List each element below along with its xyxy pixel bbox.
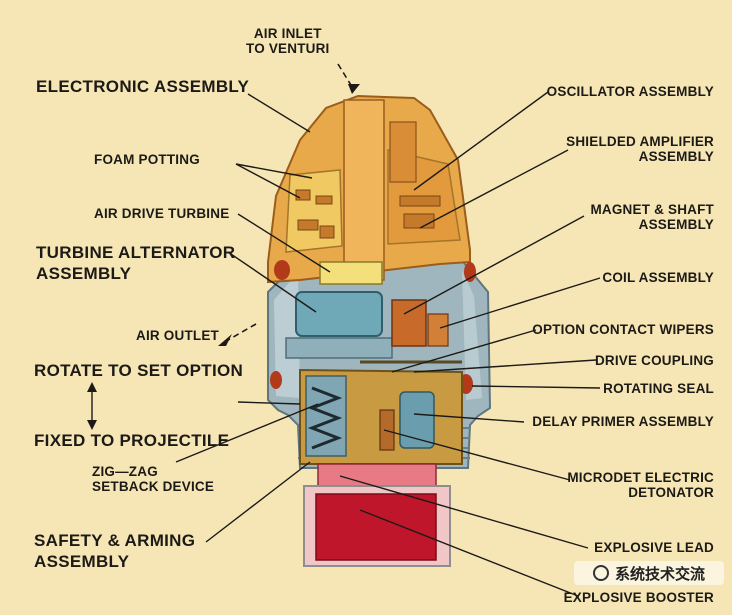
side-plug-right	[464, 262, 476, 282]
turbine-alternator	[295, 291, 383, 337]
label-drive-coupling: DRIVE COUPLING	[594, 353, 714, 368]
air-inlet-line1: AIR INLET	[253, 26, 322, 41]
rotating-seal-left	[270, 371, 282, 389]
safety-arming-line2: ASSEMBLY	[34, 552, 130, 572]
foam-potting-left	[285, 169, 343, 253]
safety-arming-line1: SAFETY & ARMING	[34, 531, 196, 550]
magnet-shaft-line1: MAGNET & SHAFT	[590, 202, 714, 217]
magnet-shaft-line2: ASSEMBLY	[638, 217, 714, 233]
wechat-icon	[592, 565, 609, 581]
electronic-components	[295, 189, 441, 239]
microdet-line1: MICRODET ELECTRIC	[567, 470, 714, 485]
label-electronic-assembly: ELECTRONIC ASSEMBLY	[36, 77, 250, 96]
double-arrow-down	[87, 420, 97, 430]
turbine-alternator-line1: TURBINE ALTERNATOR	[36, 243, 236, 262]
shielded-amplifier-line1: SHIELDED AMPLIFIER	[566, 134, 714, 149]
delay-primer-assembly	[399, 391, 435, 449]
turbine-alternator-line2: ASSEMBLY	[36, 264, 132, 284]
label-rotate-to-set: ROTATE TO SET OPTION	[34, 361, 244, 380]
shielded-amplifier-line2: ASSEMBLY	[638, 149, 714, 165]
central-shaft	[343, 99, 385, 281]
label-explosive-booster: EXPLOSIVE BOOSTER	[563, 590, 714, 605]
watermark: 系统技术交流	[574, 561, 724, 585]
label-coil-assembly: COIL ASSEMBLY	[602, 270, 714, 285]
label-delay-primer: DELAY PRIMER ASSEMBLY	[532, 414, 714, 429]
label-microdet: MICRODET ELECTRIC DETONATOR	[567, 470, 714, 500]
zigzag-line2: SETBACK DEVICE	[92, 479, 215, 495]
label-rotating-seal: ROTATING SEAL	[603, 381, 714, 396]
zigzag-spring	[307, 386, 343, 450]
zigzag-line1: ZIG—ZAG	[92, 464, 158, 479]
air-outlet-arrowhead	[218, 334, 232, 346]
air-inlet-line2: TO VENTURI	[246, 41, 330, 57]
label-air-outlet: AIR OUTLET	[136, 328, 219, 343]
double-arrow-up	[87, 382, 97, 392]
leader-lines	[175, 91, 601, 597]
explosive-booster	[315, 493, 437, 561]
microdet-line2: DETONATOR	[628, 485, 714, 501]
air-drive-turbine	[319, 261, 383, 285]
label-option-contact-wipers: OPTION CONTACT WIPERS	[532, 322, 714, 337]
label-foam-potting: FOAM POTTING	[94, 152, 200, 167]
label-turbine-alternator: TURBINE ALTERNATOR ASSEMBLY	[36, 242, 235, 285]
alternator-housing	[285, 337, 393, 359]
oscillator-block	[389, 121, 417, 183]
label-explosive-lead: EXPLOSIVE LEAD	[594, 540, 714, 555]
label-shielded-amplifier: SHIELDED AMPLIFIER ASSEMBLY	[566, 134, 714, 164]
watermark-text: 系统技术交流	[614, 565, 705, 583]
label-safety-arming: SAFETY & ARMING ASSEMBLY	[34, 530, 195, 573]
label-air-inlet: AIR INLET TO VENTURI	[246, 26, 330, 56]
air-inlet-arrowhead	[348, 84, 360, 94]
coil-assembly	[427, 313, 449, 347]
label-zigzag: ZIG—ZAG SETBACK DEVICE	[92, 464, 214, 494]
label-fixed-to-projectile: FIXED TO PROJECTILE	[34, 431, 230, 450]
body-highlight-left	[274, 272, 300, 398]
microdet-detonator	[379, 409, 395, 451]
magnet-shaft	[391, 299, 427, 347]
label-oscillator: OSCILLATOR ASSEMBLY	[546, 84, 714, 99]
explosive-lead	[317, 463, 437, 487]
label-air-drive-turbine: AIR DRIVE TURBINE	[94, 206, 230, 221]
side-plug-left	[274, 260, 290, 280]
label-magnet-shaft: MAGNET & SHAFT ASSEMBLY	[590, 202, 714, 232]
